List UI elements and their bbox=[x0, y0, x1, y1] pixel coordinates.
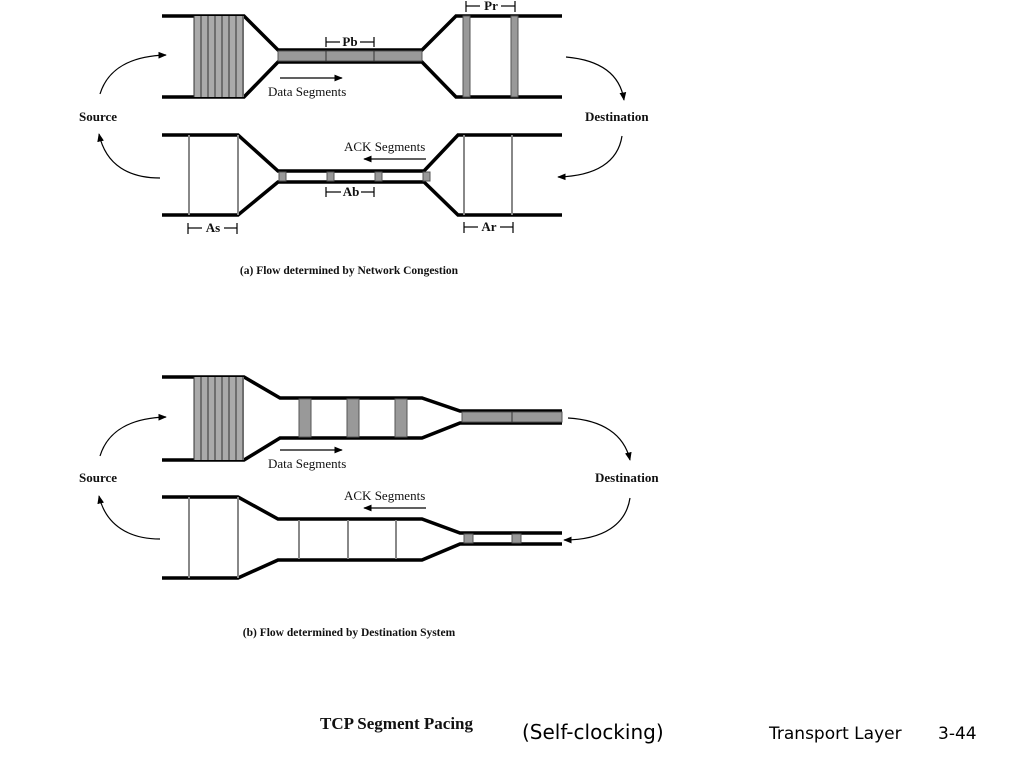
panel-a-ab-dimension bbox=[325, 187, 375, 197]
destination-to-ack-arrow bbox=[563, 497, 631, 544]
panel-a-bottleneck-segments bbox=[277, 50, 423, 62]
ack-segment bbox=[422, 171, 431, 182]
ack-segment bbox=[511, 533, 522, 544]
panel-a-receiver-segment bbox=[510, 15, 519, 98]
data-segments-label: Data Segments bbox=[268, 456, 346, 471]
ack-segments-label: ACK Segments bbox=[344, 139, 425, 154]
pb-label: Pb bbox=[342, 34, 357, 49]
source-label: Source bbox=[79, 109, 117, 124]
panel-a-ar-dimension bbox=[463, 222, 514, 233]
panel-b-network-segment bbox=[394, 398, 408, 438]
ar-label: Ar bbox=[481, 219, 496, 234]
panel-a-source-queue bbox=[193, 16, 244, 97]
panel-b-ack-pipe: ACK Segments bbox=[162, 488, 562, 580]
panel-a-pb-dimension bbox=[325, 37, 375, 47]
as-label: As bbox=[206, 220, 220, 235]
pipe-to-destination-arrow bbox=[567, 417, 632, 461]
data-segments-label: Data Segments bbox=[268, 84, 346, 99]
ab-label: Ab bbox=[343, 184, 360, 199]
ack-segments-label: ACK Segments bbox=[344, 488, 425, 503]
panel-a: Pb Pr Data Segments bbox=[79, 0, 649, 277]
panel-a-caption: (a) Flow determined by Network Congestio… bbox=[240, 265, 459, 277]
panel-a-receiver-segment bbox=[462, 15, 471, 98]
page-number: 3-44 bbox=[938, 724, 977, 744]
panel-b-caption: (b) Flow determined by Destination Syste… bbox=[243, 627, 456, 639]
pipe-to-source-arrow bbox=[97, 133, 161, 179]
destination-label: Destination bbox=[595, 470, 659, 485]
destination-to-ack-arrow bbox=[557, 135, 623, 181]
ack-segment bbox=[463, 533, 474, 544]
source-label: Source bbox=[79, 470, 117, 485]
ack-segment bbox=[278, 171, 287, 182]
panel-a-ack-pipe: ACK Segments Ab As bbox=[162, 133, 562, 235]
pr-label: Pr bbox=[484, 0, 498, 13]
panel-a-data-pipe: Pb Pr Data Segments bbox=[162, 0, 562, 99]
panel-a-as-dimension bbox=[187, 223, 238, 234]
panel-b-network-segment bbox=[298, 398, 312, 438]
slide-subtitle: (Self-clocking) bbox=[522, 720, 664, 744]
slide-title: TCP Segment Pacing bbox=[320, 714, 473, 733]
pipe-to-destination-arrow bbox=[565, 56, 627, 101]
panel-b-data-pipe: Data Segments bbox=[162, 375, 563, 471]
ack-segment bbox=[326, 171, 335, 182]
panel-b: Data Segments ACK Segments Source Destin… bbox=[79, 375, 659, 639]
ack-segment bbox=[374, 171, 383, 182]
source-to-pipe-arrow bbox=[99, 51, 167, 95]
source-to-pipe-arrow bbox=[99, 413, 167, 457]
panel-a-pr-dimension bbox=[465, 1, 516, 12]
panel-b-network-segment bbox=[346, 398, 360, 438]
panel-b-source-queue bbox=[193, 377, 244, 460]
pipe-to-source-arrow bbox=[97, 495, 161, 540]
destination-label: Destination bbox=[585, 109, 649, 124]
course-label: Transport Layer bbox=[769, 724, 902, 744]
